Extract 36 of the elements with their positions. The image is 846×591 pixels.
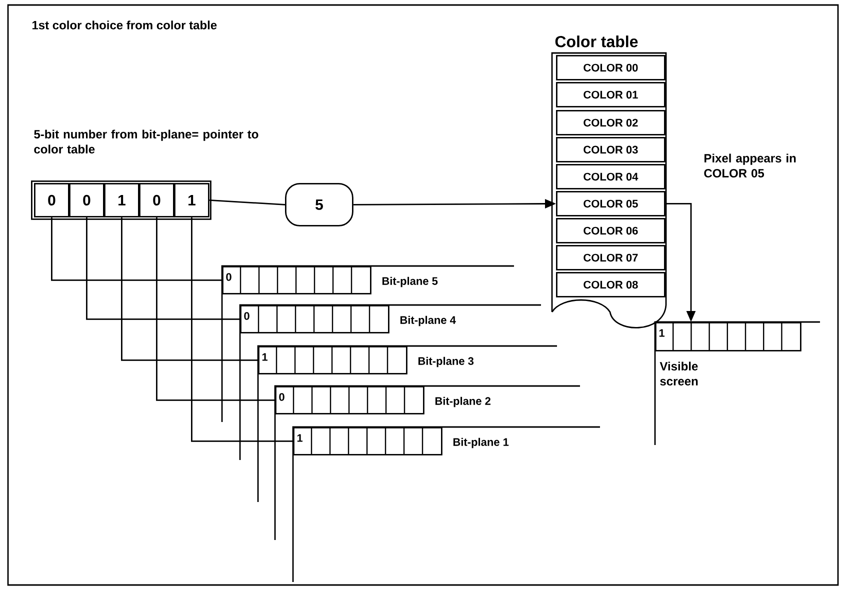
bit-plane-strip: 1 Bit-plane 1 (293, 427, 509, 456)
title: 1st color choice from color table (32, 20, 217, 30)
table-row: COLOR 06 (556, 218, 666, 244)
connector (51, 217, 222, 281)
bit-cell: 0 (69, 183, 104, 218)
table-row: COLOR 08 (556, 272, 666, 298)
bit-cell: 0 (139, 183, 174, 218)
bit-plane-strip: 0 Bit-plane 2 (275, 386, 490, 414)
table-row: COLOR 07 (556, 245, 666, 270)
node-label: 5-bit number from bit-plane= pointer to color table (34, 130, 258, 154)
connector (156, 217, 275, 401)
table-row: COLOR 04 (556, 164, 666, 190)
node-label: Bit-plane 5 (382, 276, 438, 288)
value-pill: 5 (285, 183, 354, 226)
node-label: Bit-plane 4 (400, 316, 456, 326)
table-row: COLOR 01 (556, 82, 666, 108)
node-label: Visible screen (660, 362, 698, 386)
connector (86, 217, 240, 320)
bit-plane-strip: 0 Bit-plane 4 (240, 305, 456, 334)
connector (191, 217, 293, 442)
node-label: Bit-plane 2 (435, 396, 490, 408)
visible-screen: 1 Visible screen (655, 322, 802, 386)
node-label: Bit-plane 3 (418, 356, 474, 368)
bit-plane-strip: 1 Bit-plane 3 (258, 346, 474, 374)
bit-cell: 1 (104, 183, 140, 218)
connector (209, 200, 286, 206)
bit-cell: 0 (34, 183, 70, 218)
connector (121, 217, 258, 361)
table-row: COLOR 00 (556, 55, 666, 80)
edge-label: Pixel appears in COLOR 05 (704, 154, 796, 178)
table-row: COLOR 02 (556, 110, 666, 136)
table-row: COLOR 03 (556, 137, 666, 162)
table-row: COLOR 05 (556, 191, 666, 216)
bit-cell: 1 (174, 183, 210, 218)
bit-plane-strip: 0 Bit-plane 5 (222, 266, 438, 294)
node-label: Bit-plane 1 (453, 438, 509, 448)
